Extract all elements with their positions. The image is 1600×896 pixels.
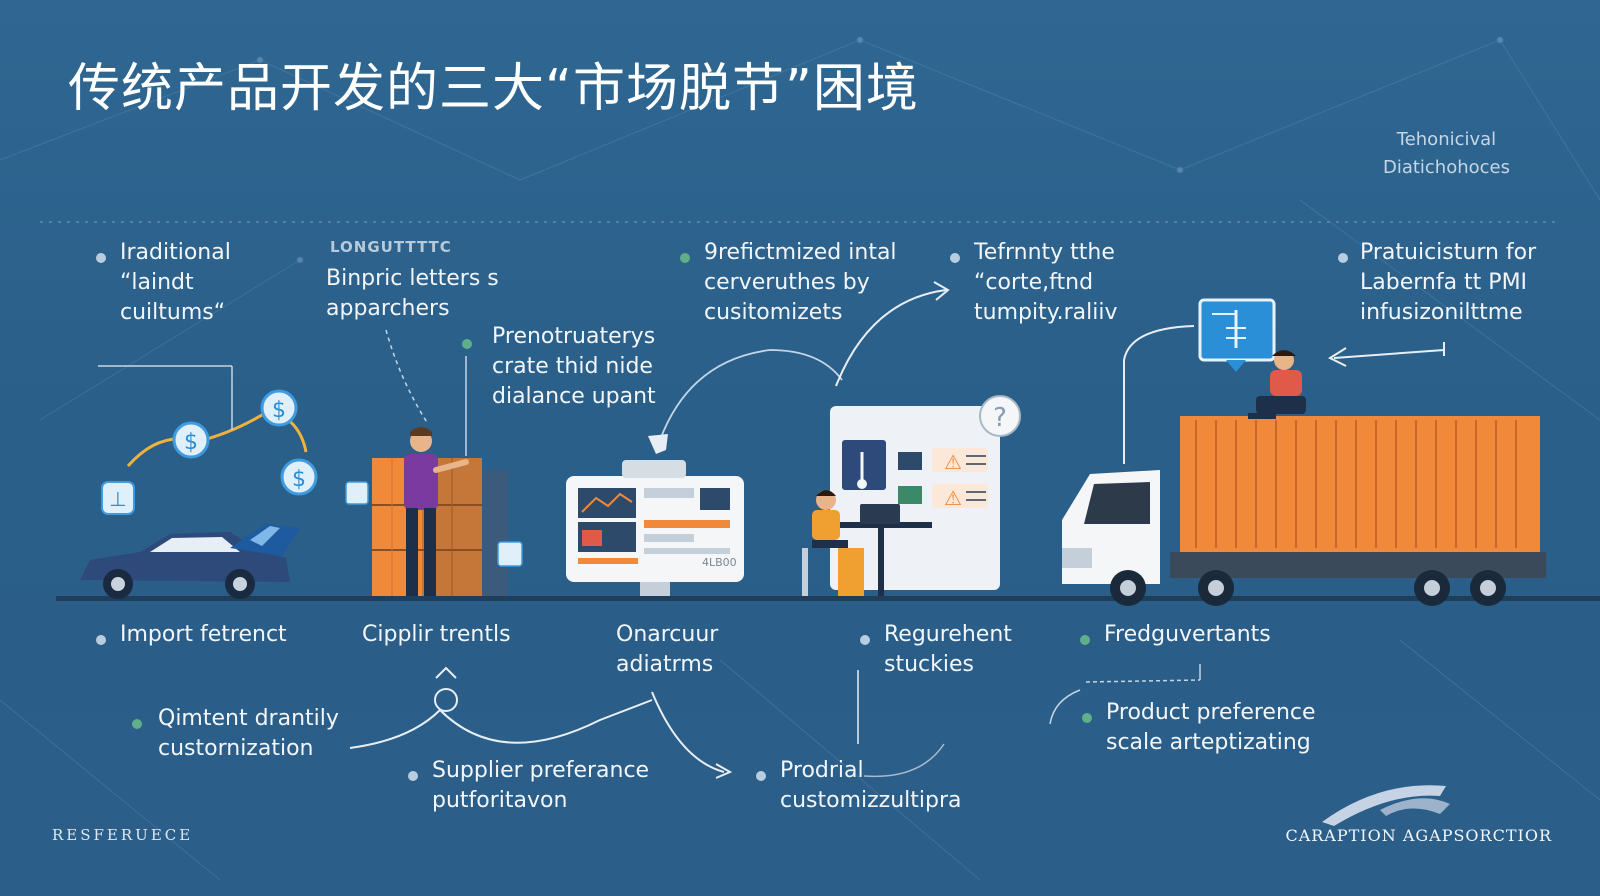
shield-marker <box>648 434 668 454</box>
connector-line <box>1085 679 1201 683</box>
top-label-1: Iraditional “laindt cuiltums“ <box>120 240 231 325</box>
box-stack-illustration <box>372 458 508 596</box>
dollar-icon: $ <box>280 458 318 496</box>
bottom-label-9: Product preference scale arteptizating <box>1106 700 1316 755</box>
bottom-label-8: Prodrial customizzultipra <box>780 758 962 813</box>
bottom-bullet-dot <box>408 768 428 787</box>
dollar-icon: $ <box>260 389 298 427</box>
bottom-bullet-dot <box>1082 710 1102 729</box>
connector-line <box>1123 325 1195 464</box>
warning-icon: ⚠ <box>944 450 962 474</box>
question-icon: ? <box>979 395 1021 437</box>
anchor-icon: ⊥ <box>101 481 135 515</box>
bottom-bullet-dot <box>132 716 152 735</box>
arrow-head <box>933 281 950 301</box>
car-illustration <box>80 524 300 599</box>
bottom-flow-curve <box>651 691 725 773</box>
connector-line <box>659 349 843 441</box>
connector-line <box>385 329 429 425</box>
top-bullet-dot <box>96 250 116 269</box>
bottom-label-2: Cipplir trentls <box>362 622 511 647</box>
arrow-head <box>715 763 733 779</box>
company-logo <box>1322 785 1450 826</box>
bottom-label-5: Fredguvertants <box>1104 622 1271 647</box>
svg-text:?: ? <box>993 403 1007 433</box>
svg-text:$: $ <box>184 430 198 455</box>
bottom-label-4: Regurehent stuckies <box>884 622 1012 677</box>
ground-line <box>56 596 1600 601</box>
network-background <box>0 36 1600 881</box>
top-label-5: Tefrnnty tthe “corte,ftnd tumpity.raliiv <box>974 240 1118 325</box>
top-label-4: 9refictmized intal cerveruthes by cusito… <box>704 240 897 325</box>
truck-illustration <box>1062 416 1546 606</box>
svg-text:$: $ <box>292 467 306 492</box>
connector-line <box>863 743 945 778</box>
top-label-2: Binpric letters s apparchers <box>326 266 499 321</box>
chart-icon <box>1198 298 1276 372</box>
monitor-illustration <box>566 460 744 596</box>
top-bullet-dot <box>680 250 700 269</box>
bottom-bullet-dot <box>756 768 776 787</box>
connector-line <box>1333 349 1445 359</box>
footer-company-name: CARAPTION AGAPSORCTIOR <box>1285 826 1552 845</box>
bottom-label-1: Import fetrenct <box>120 622 287 647</box>
footer-reference: RESFERUECE <box>52 826 194 844</box>
bottom-flow-curve <box>349 699 653 749</box>
svg-text:⊥: ⊥ <box>109 487 126 511</box>
document-panel-illustration: ⚠ ⚠ <box>830 406 1000 590</box>
bottom-bullet-dot <box>1080 632 1100 651</box>
corner-label: Tehonicival Diatichohoces <box>1382 129 1510 178</box>
bottom-bullet-dot <box>96 632 116 651</box>
bottom-bullet-dot <box>860 632 880 651</box>
person-at-desk-illustration <box>802 490 932 596</box>
top-label-3: Prenotruaterys crate thid nide dialance … <box>492 324 656 409</box>
top-bullet-dot <box>462 336 482 355</box>
top-bullet-dot <box>1338 250 1358 269</box>
person-sitting-illustration <box>1248 350 1306 419</box>
monitor-caption: 4LB00 <box>702 556 737 569</box>
top-label-6: Pratuicisturn for Labernfa tt PMI infusi… <box>1360 240 1537 325</box>
warning-icon: ⚠ <box>944 486 962 510</box>
page-title: 传统产品开发的三大“市场脱节”困境 <box>68 59 919 119</box>
svg-text:$: $ <box>272 398 286 423</box>
bottom-label-6: Qimtent drantily custornization <box>158 706 339 761</box>
arrow-head <box>1327 347 1347 367</box>
section-heading: LONGUTTTTC <box>330 238 452 256</box>
connector-line <box>835 289 947 387</box>
bottom-label-3: Onarcuur adiatrms <box>616 622 719 677</box>
connector-line <box>1049 689 1081 725</box>
anchor-icon <box>345 481 523 567</box>
bottom-label-7: Supplier preferance putforitavon <box>432 758 650 813</box>
caret-up-icon <box>435 666 457 679</box>
flow-node <box>434 688 458 712</box>
top-bullet-dot <box>950 250 970 269</box>
dollar-icon: $ <box>172 421 210 459</box>
person-standing-illustration <box>404 427 469 596</box>
